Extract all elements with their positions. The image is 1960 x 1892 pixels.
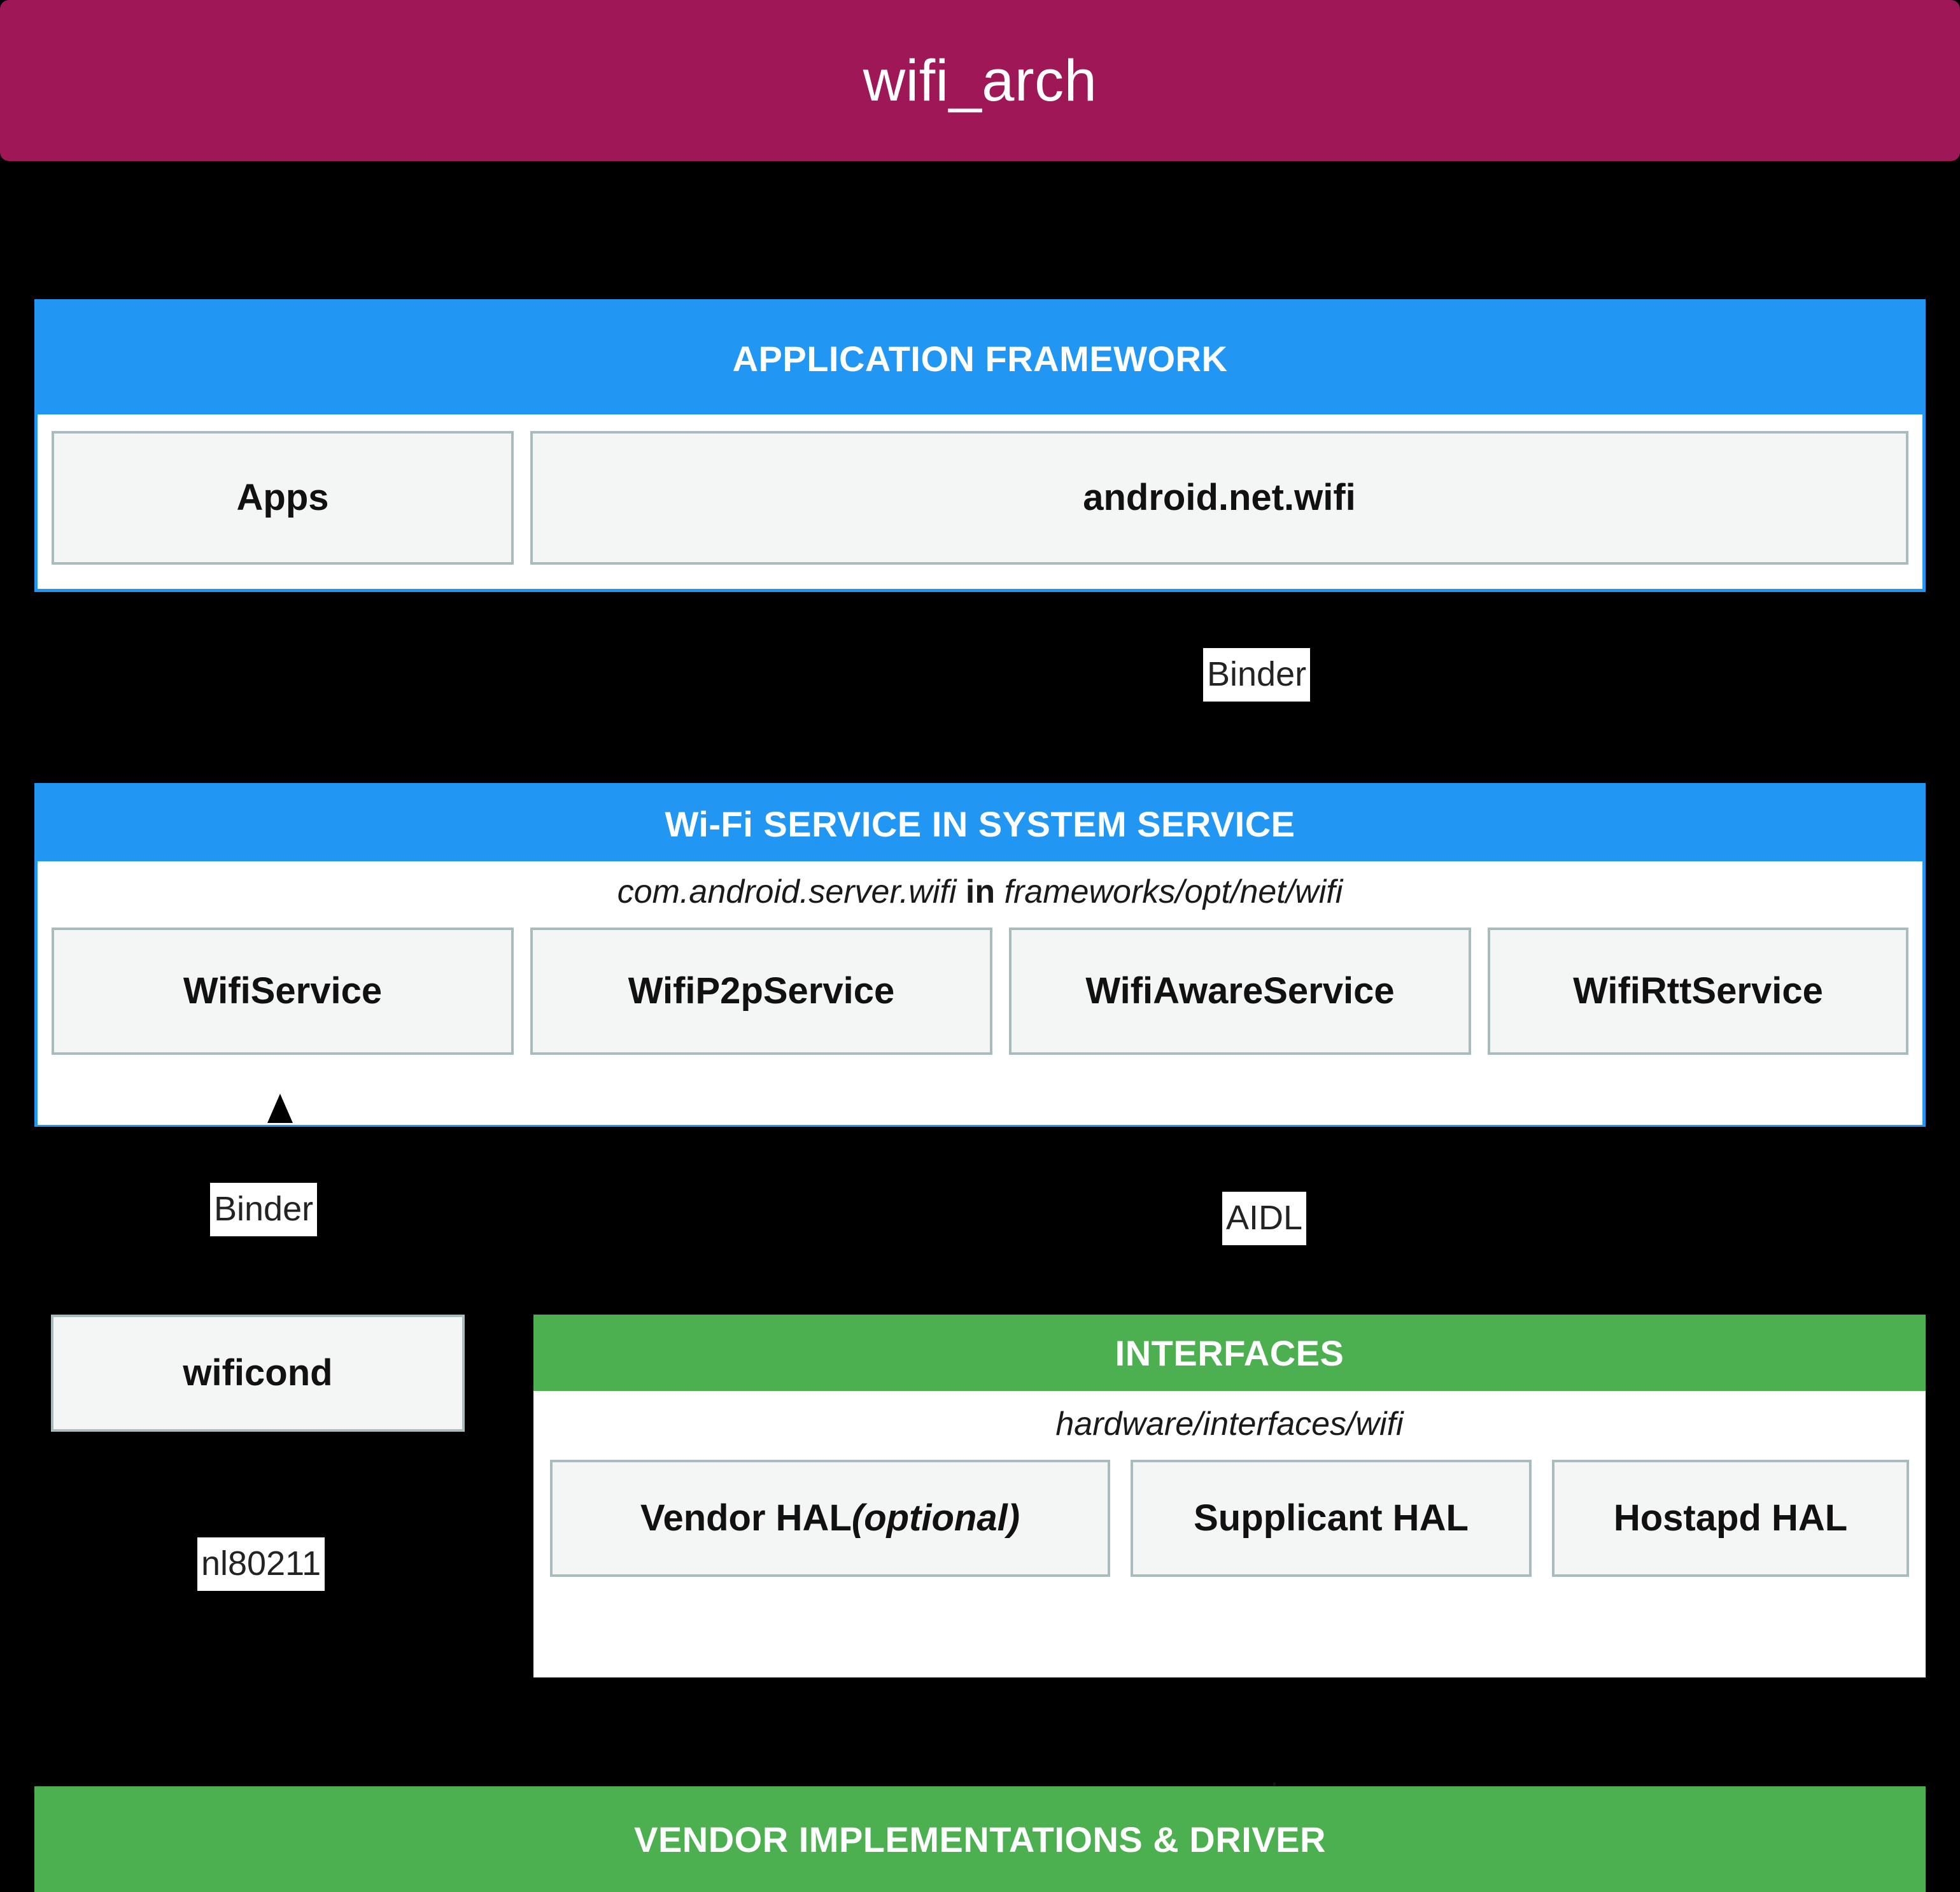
node-android-net-wifi[interactable]: android.net.wifi [530, 431, 1908, 565]
node-supplicant-hal[interactable]: Supplicant HAL [1131, 1460, 1532, 1577]
interfaces-cluster: INTERFACES hardware/interfaces/wifi Vend… [533, 1315, 1926, 1677]
interfaces-path: hardware/interfaces/wifi [1055, 1406, 1404, 1443]
package-keyword: in [965, 873, 996, 910]
package-name: com.android.server.wifi [617, 873, 957, 910]
node-wifiawareservice[interactable]: WifiAwareService [1009, 928, 1471, 1055]
wifi-service-header: Wi-Fi SERVICE IN SYSTEM SERVICE [38, 786, 1922, 861]
edge-label-nl80211: nl80211 [197, 1537, 325, 1591]
package-dir: frameworks/opt/net/wifi [1004, 873, 1343, 910]
interfaces-body: hardware/interfaces/wifi Vendor HAL (opt… [533, 1391, 1926, 1677]
wifi-service-node-row: WifiService WifiP2pService WifiAwareServ… [52, 928, 1908, 1055]
node-hostapd-hal[interactable]: Hostapd HAL [1552, 1460, 1909, 1577]
node-apps[interactable]: Apps [52, 431, 514, 565]
application-framework-node-row: Apps android.net.wifi [52, 431, 1908, 565]
interfaces-header: INTERFACES [533, 1315, 1926, 1391]
edge-label-binder-wificond: Binder [210, 1183, 318, 1236]
node-vendor-hal-optional: (optional) [851, 1497, 1020, 1539]
wifi-service-cluster: Wi-Fi SERVICE IN SYSTEM SERVICE com.andr… [34, 783, 1926, 1127]
node-vendor-hal[interactable]: Vendor HAL (optional) [550, 1460, 1110, 1577]
edge-label-aidl: AIDL [1222, 1192, 1307, 1245]
wifi-service-package-path: com.android.server.wifi in frameworks/op… [52, 875, 1908, 908]
arrow-wificond-to-wifiservice [267, 1094, 293, 1123]
title-bar: wifi_arch [0, 0, 1960, 161]
application-framework-body: Apps android.net.wifi [38, 414, 1922, 588]
edge-label-binder-framework: Binder [1203, 648, 1311, 702]
vendor-implementations-bar: VENDOR IMPLEMENTATIONS & DRIVER [34, 1786, 1926, 1892]
application-framework-header: APPLICATION FRAMEWORK [38, 302, 1922, 414]
node-wificond[interactable]: wificond [51, 1315, 465, 1432]
node-wifip2pservice[interactable]: WifiP2pService [530, 928, 992, 1055]
wifi-service-body: com.android.server.wifi in frameworks/op… [38, 861, 1922, 1125]
page-title: wifi_arch [863, 48, 1097, 113]
application-framework-cluster: APPLICATION FRAMEWORK Apps android.net.w… [34, 299, 1926, 592]
node-wifirttservice[interactable]: WifiRttService [1488, 928, 1908, 1055]
node-vendor-hal-label: Vendor HAL [640, 1497, 852, 1539]
node-wifiservice[interactable]: WifiService [52, 928, 514, 1055]
interfaces-node-row: Vendor HAL (optional) Supplicant HAL Hos… [550, 1460, 1909, 1577]
